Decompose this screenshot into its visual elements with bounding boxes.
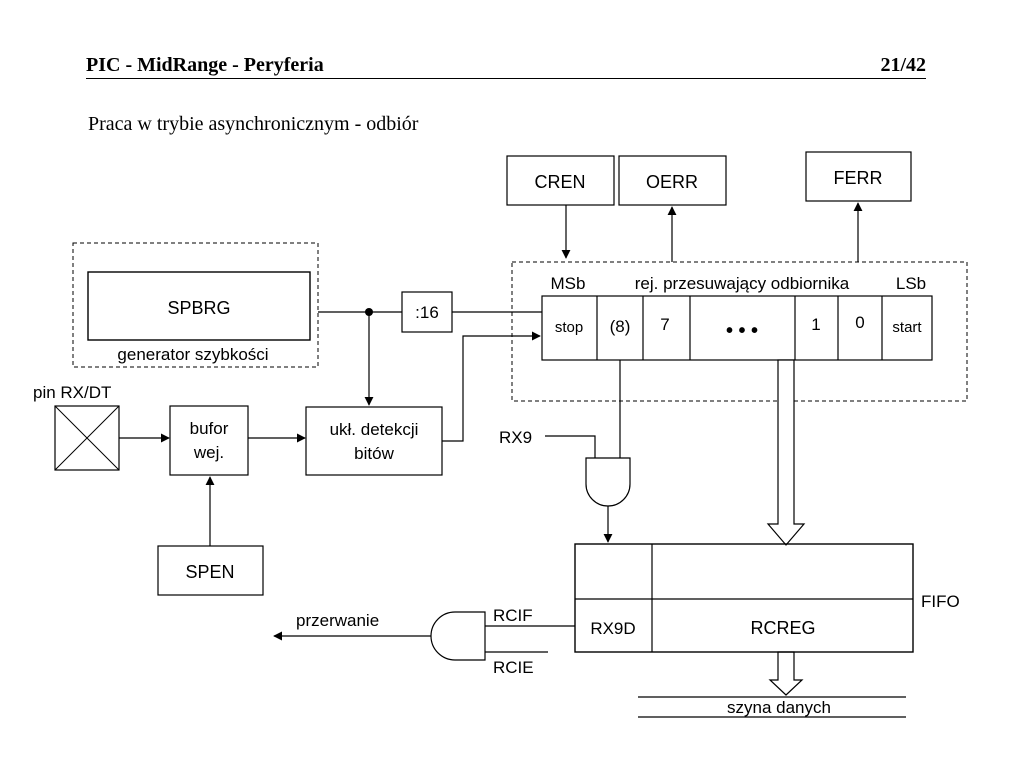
detector-to-shift-arrow xyxy=(442,331,541,442)
spbrg-box xyxy=(87,271,311,341)
rx9d-label: RX9D xyxy=(590,619,635,638)
data-bus-label: szyna danych xyxy=(727,698,831,717)
page-number: 21/42 xyxy=(880,54,926,76)
cell-ellipsis: • • • xyxy=(726,320,758,342)
rx9-and-gate xyxy=(585,457,631,507)
cell-7: 7 xyxy=(660,315,669,334)
divider-label: :16 xyxy=(415,303,439,322)
ferr-box xyxy=(805,151,912,202)
cell-stop: stop xyxy=(555,319,583,336)
header-title: PIC - MidRange - Peryferia xyxy=(86,54,324,76)
pin-label: pin RX/DT xyxy=(33,383,111,402)
shift-to-fifo-arrow xyxy=(766,359,806,546)
page-header: PIC - MidRange - Peryferia 21/42 xyxy=(86,54,926,82)
shift-register xyxy=(541,295,933,361)
fifo-label: FIFO xyxy=(921,592,960,611)
cell-0: 0 xyxy=(855,313,864,332)
lsb-label: LSb xyxy=(896,274,926,293)
input-buffer-line1: bufor xyxy=(190,419,229,438)
rx9-line xyxy=(545,435,596,458)
cren-label: CREN xyxy=(534,172,585,192)
cell-1: 1 xyxy=(811,315,820,334)
bit-detector-line2: bitów xyxy=(354,444,394,463)
rx9-label: RX9 xyxy=(499,428,532,447)
fifo-box xyxy=(574,543,914,653)
interrupt-and-gate xyxy=(430,611,486,661)
ferr-label: FERR xyxy=(834,168,883,188)
input-buffer-line2: wej. xyxy=(193,443,224,462)
shift-register-frame xyxy=(511,261,968,402)
rcreg-label: RCREG xyxy=(750,618,815,638)
rcif-label: RCIF xyxy=(493,606,533,625)
generator-label: generator szybkości xyxy=(117,345,268,364)
generator-frame xyxy=(72,242,319,368)
oerr-label: OERR xyxy=(646,172,698,192)
rcie-label: RCIE xyxy=(493,658,534,677)
spbrg-label: SPBRG xyxy=(167,298,230,318)
bit-detector-line1: ukł. detekcji xyxy=(330,420,419,439)
msb-label: MSb xyxy=(551,274,586,293)
interrupt-label: przerwanie xyxy=(296,611,379,630)
pin-cross xyxy=(54,405,120,471)
cell-8: (8) xyxy=(610,317,631,336)
input-buffer-box xyxy=(169,405,249,476)
subtitle: Praca w trybie asynchronicznym - odbiór xyxy=(88,113,419,135)
cren-box xyxy=(506,155,615,206)
header-rule xyxy=(86,78,926,79)
fifo-to-bus-arrow xyxy=(768,651,804,696)
bit-detector-box xyxy=(305,406,443,476)
oerr-box xyxy=(618,155,727,206)
cell-start: start xyxy=(892,319,922,336)
spen-label: SPEN xyxy=(185,562,234,582)
shift-register-label: rej. przesuwający odbiornika xyxy=(635,274,850,293)
